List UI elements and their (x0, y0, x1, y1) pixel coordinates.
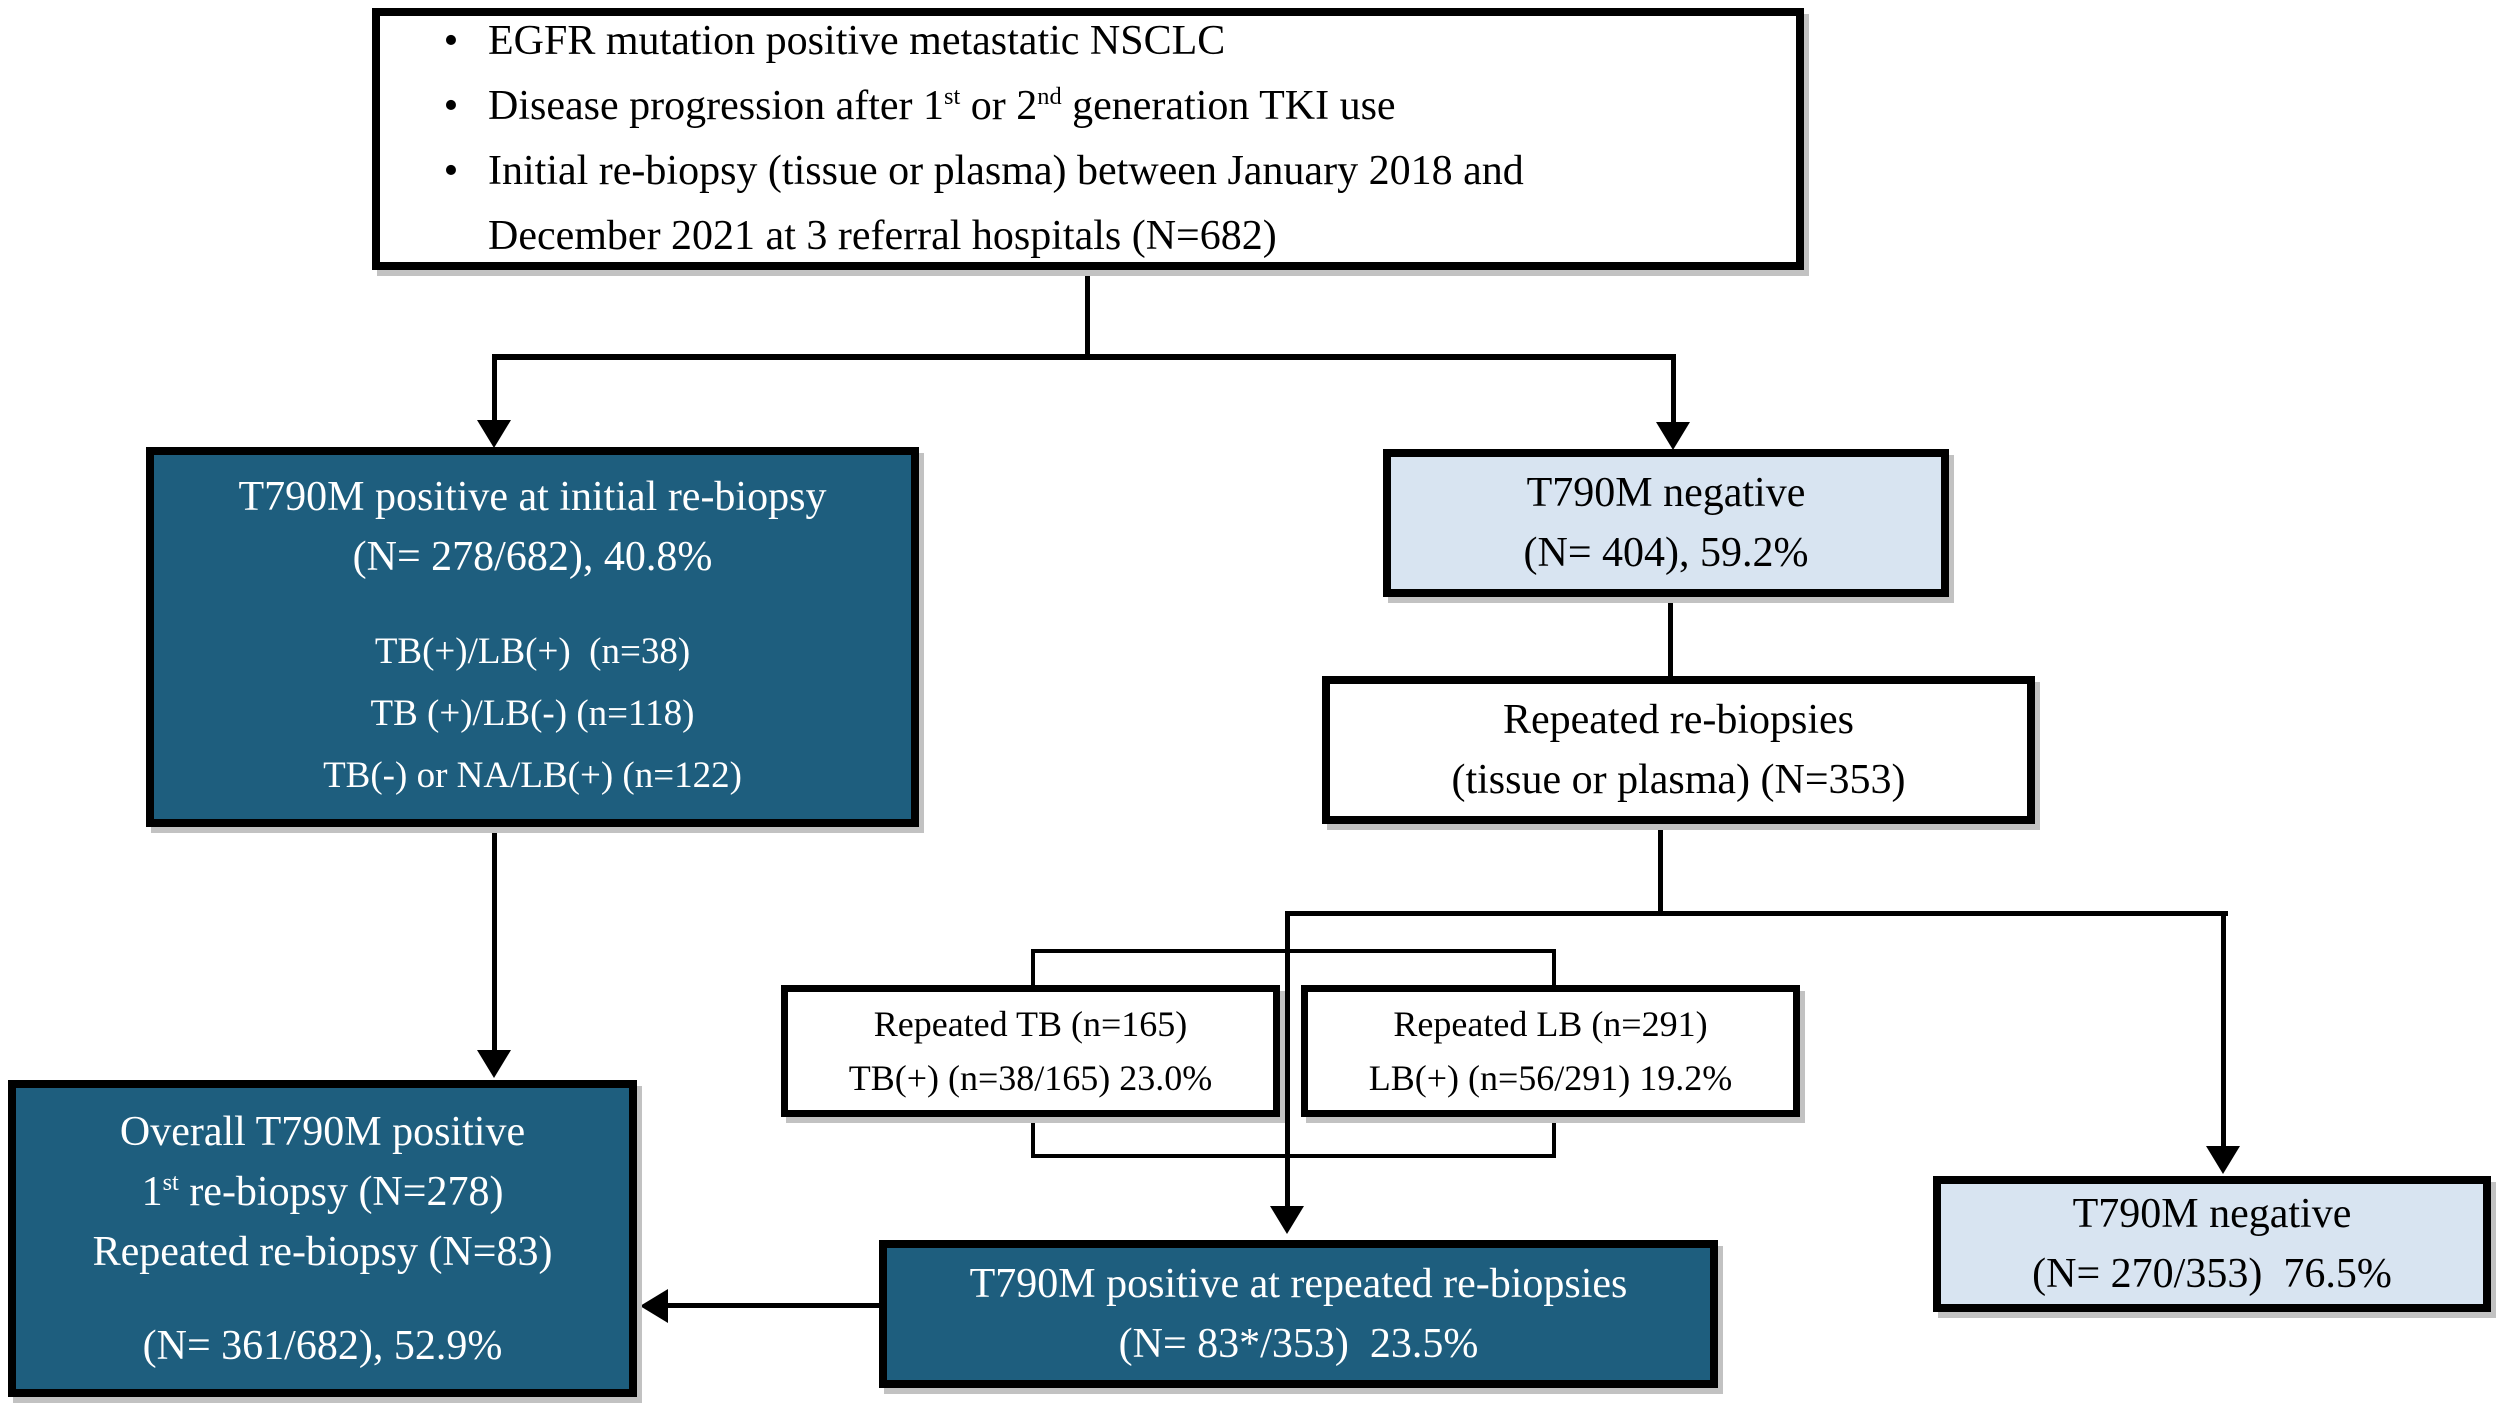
text-line: December 2021 at 3 referral hospitals (N… (414, 204, 1776, 269)
bullet-spacer (414, 204, 488, 269)
text-segment: (N= 404), 59.2% (1523, 530, 1809, 576)
arrowhead-into-negative-repeat (2206, 1146, 2240, 1174)
box-repeated-tb: Repeated TB (n=165) TB(+) (n=38/165) 23.0… (781, 985, 1280, 1117)
arrowhead-into-overall (477, 1050, 511, 1078)
text-segment: Repeated re-biopsies (1502, 697, 1855, 743)
text-segment: (N= 270/353) 76.5% (2032, 1251, 2392, 1297)
text-line: (N= 361/682), 52.9% (143, 1316, 503, 1376)
text-line: • Initial re-biopsy (tissue or plasma) be… (414, 139, 1776, 204)
text-line: Repeated LB (n=291) (1393, 997, 1707, 1051)
text-line: Overall T790M positive (120, 1102, 525, 1162)
text-line: TB(+) (n=38/165) 23.0% (849, 1051, 1213, 1105)
bullet-icon: • (443, 148, 459, 194)
box-overall-t790m-positive: Overall T790M positive 1st re-biopsy (N=2… (8, 1080, 637, 1397)
text-line: (N= 278/682), 40.8% (353, 527, 713, 587)
list-item-text: Disease progression after 1st or 2nd gen… (488, 74, 1776, 139)
text-line: (N= 83*/353) 23.5% (1119, 1314, 1479, 1374)
text-segment: TB(-) or NA/LB(+) (n=122) (323, 755, 742, 796)
text-segment: (tissue or plasma) (N=353) (1451, 757, 1906, 803)
list-item-text: December 2021 at 3 referral hospitals (N… (488, 204, 1776, 269)
arrowhead-into-initial-positive (477, 420, 511, 448)
box-repeated-rebiopsies: Repeated re-biopsies (tissue or plasma) (… (1322, 676, 2035, 824)
bullet-icon: • (443, 83, 459, 129)
text-segment: generation TKI use (1061, 83, 1396, 129)
text-line: TB (+)/LB(-) (n=118) (371, 683, 695, 745)
text-line: (tissue or plasma) (N=353) (1451, 750, 1905, 810)
connector-repeatpos-to-overall (666, 1303, 879, 1308)
text-segment: Disease progression after 1 (488, 83, 945, 129)
box-t790m-positive-repeated: T790M positive at repeated re-biopsies (N… (879, 1240, 1718, 1388)
text-line: TB(-) or NA/LB(+) (n=122) (323, 745, 742, 807)
superscript-text: st (944, 83, 961, 110)
arrowhead-into-repeat-positive (1270, 1206, 1304, 1234)
text-segment: 1 (141, 1168, 163, 1215)
text-segment: LB(+) (n=56/291) 19.2% (1368, 1058, 1733, 1098)
text-line: (N= 404), 59.2% (1524, 523, 1809, 583)
superscript-text: st (162, 1168, 179, 1196)
text-segment: T790M positive at repeated re-biopsies (969, 1261, 1628, 1307)
connector-repeated-down (1658, 822, 1663, 914)
text-segment: (N= 361/682), 52.9% (142, 1322, 503, 1369)
text-segment: (N= 278/682), 40.8% (352, 534, 713, 580)
superscript-text: nd (1037, 83, 1062, 110)
text-segment: Repeated TB (n=165) (873, 1004, 1188, 1044)
text-line: LB(+) (n=56/291) 19.2% (1369, 1051, 1733, 1105)
text-segment: EGFR mutation positive metastatic NSCLC (488, 18, 1226, 64)
text-segment: TB(+) (n=38/165) 23.0% (848, 1058, 1213, 1098)
box-t790m-negative: T790M negative (N= 404), 59.2% (1383, 449, 1949, 597)
text-segment: T790M negative (1526, 470, 1806, 516)
connector-initial-to-overall (492, 825, 497, 1051)
box-t790m-positive-initial: T790M positive at initial re-biopsy (N= 2… (146, 447, 919, 827)
arrowhead-left-into-overall (640, 1289, 668, 1323)
text-line: T790M positive at repeated re-biopsies (970, 1254, 1628, 1314)
text-line: T790M negative (2073, 1184, 2352, 1244)
connector-center-drop (1285, 911, 1290, 1207)
text-segment: T790M negative (2072, 1191, 2352, 1237)
text-segment: T790M positive at initial re-biopsy (238, 474, 827, 520)
box-eligibility-criteria: • EGFR mutation positive metastatic NSCLC… (372, 8, 1804, 270)
box-repeated-lb: Repeated LB (n=291) LB(+) (n=56/291) 19.2… (1301, 985, 1800, 1117)
text-segment: or 2 (960, 83, 1038, 129)
text-segment: Repeated LB (n=291) (1393, 1004, 1708, 1044)
connector-right-branch-drop (2221, 911, 2226, 1147)
text-segment: TB (+)/LB(-) (n=118) (370, 693, 695, 734)
box-t790m-negative-repeated: T790M negative (N= 270/353) 76.5% (1933, 1176, 2491, 1312)
text-line: T790M positive at initial re-biopsy (239, 467, 827, 527)
arrowhead-into-t790m-negative (1656, 422, 1690, 450)
connector-top-to-split (1085, 268, 1090, 356)
text-segment: re-biopsy (N=278) (178, 1168, 504, 1215)
list-item-text: EGFR mutation positive metastatic NSCLC (488, 9, 1776, 74)
text-line: (N= 270/353) 76.5% (2032, 1244, 2392, 1304)
connector-split-horizontal (492, 354, 1676, 360)
connector-split-left-drop (492, 354, 497, 424)
text-line: Repeated TB (n=165) (874, 997, 1188, 1051)
text-line: • EGFR mutation positive metastatic NSCLC (414, 9, 1776, 74)
text-segment: (N= 83*/353) 23.5% (1118, 1321, 1479, 1367)
text-line: • Disease progression after 1st or 2nd ge… (414, 74, 1776, 139)
bullet-icon: • (443, 18, 459, 64)
text-segment: TB(+)/LB(+) (n=38) (374, 631, 691, 672)
text-line: Repeated re-biopsies (1503, 690, 1854, 750)
text-line: T790M negative (1527, 463, 1806, 523)
text-line: 1st re-biopsy (N=278) (142, 1162, 504, 1222)
connector-split-right-drop (1671, 354, 1676, 424)
connector-repeated-split-horizontal (1285, 911, 2228, 916)
text-segment: Overall T790M positive (119, 1108, 526, 1155)
text-line: Repeated re-biopsy (N=83) (93, 1222, 553, 1282)
text-line: TB(+)/LB(+) (n=38) (375, 621, 690, 683)
connector-negative-to-repeated (1668, 595, 1673, 678)
list-item-text: Initial re-biopsy (tissue or plasma) bet… (488, 139, 1776, 204)
text-segment: Initial re-biopsy (tissue or plasma) bet… (488, 148, 1524, 194)
text-segment: December 2021 at 3 referral hospitals (N… (488, 213, 1277, 259)
text-segment: Repeated re-biopsy (N=83) (92, 1228, 553, 1275)
